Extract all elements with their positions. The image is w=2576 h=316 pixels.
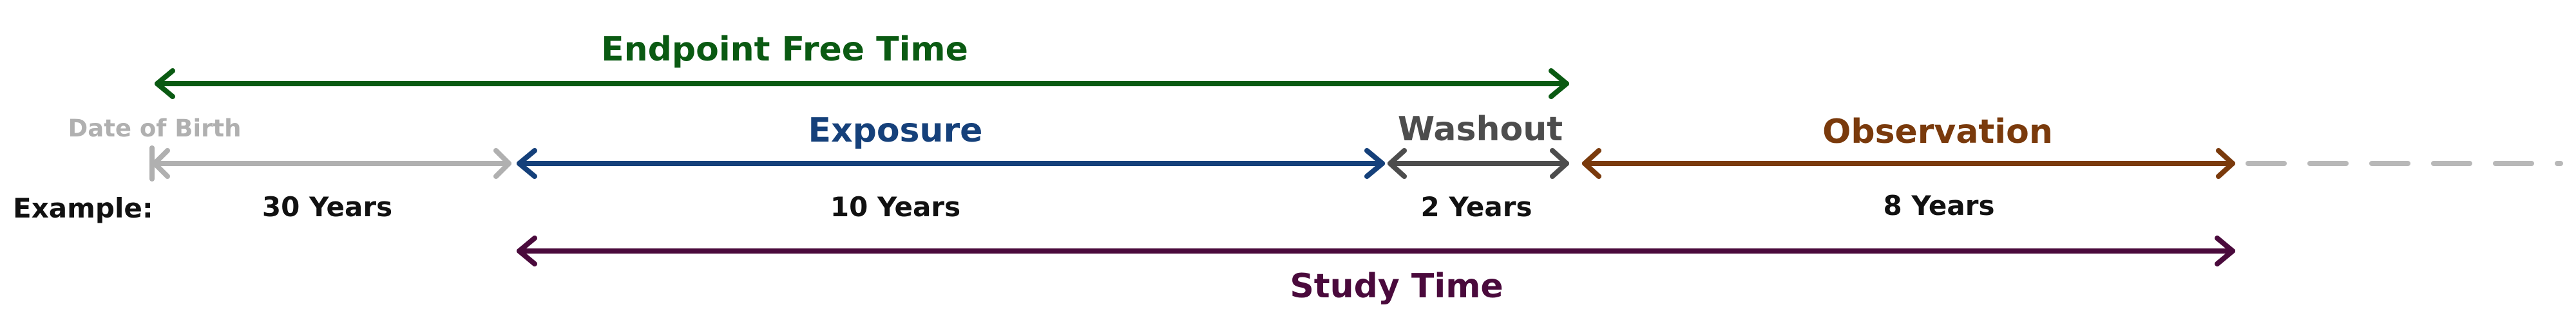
example-label: Example:	[13, 192, 153, 224]
observation-label: Observation	[1822, 113, 2053, 151]
birth-to-exposure-arrow	[149, 145, 511, 181]
exposure-duration: 10 Years	[830, 191, 960, 223]
date-of-birth-label: Date of Birth	[68, 115, 242, 142]
observation-arrow	[1582, 148, 2235, 179]
birth-duration: 30 Years	[262, 191, 392, 223]
endpoint-free-time-arrow	[155, 68, 1569, 99]
washout-duration: 2 Years	[1421, 191, 1532, 223]
washout-arrow	[1388, 148, 1569, 179]
endpoint-free-time-label: Endpoint Free Time	[601, 30, 968, 69]
observation-duration: 8 Years	[1884, 190, 1995, 221]
washout-label: Washout	[1398, 110, 1563, 149]
exposure-label: Exposure	[808, 111, 983, 150]
study-time-arrow	[517, 236, 2235, 266]
exposure-arrow	[517, 148, 1385, 179]
study-time-label: Study Time	[1290, 267, 1503, 306]
